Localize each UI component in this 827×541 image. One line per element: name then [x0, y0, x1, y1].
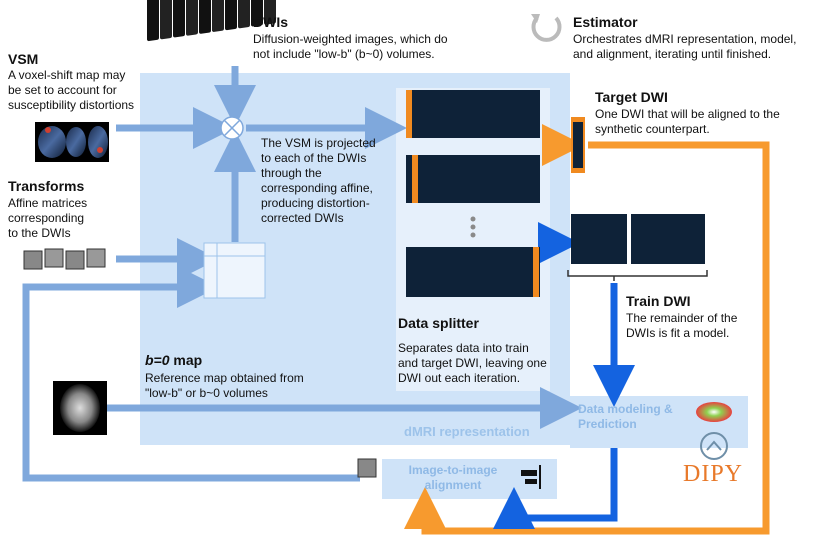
b0-map-image [53, 381, 107, 435]
alignment-cube-image [357, 458, 377, 478]
splitter-stack-1 [406, 90, 540, 138]
loop-arrow-icon [531, 14, 562, 42]
data-splitter-title: Data splitter [398, 315, 479, 331]
align-right-icon [521, 465, 541, 489]
dipy-wheel-image [696, 402, 732, 422]
train-dwi-title: Train DWI [626, 293, 691, 309]
dipy-logo-icon [700, 432, 728, 460]
target-dwi-image [571, 117, 585, 173]
vsm-brain-image [35, 122, 109, 162]
splitter-ellipsis [470, 216, 476, 238]
modeling-to-alignment-line [493, 448, 618, 529]
alignment-label: Image-to-image alignment [408, 463, 498, 492]
dipy-logo-text: DIPY [683, 461, 744, 487]
train-bracket [567, 270, 708, 277]
estimator-description: Orchestrates dMRI representation, model,… [573, 32, 797, 61]
transform-matrix-box [203, 242, 266, 299]
target-dwi-description: One DWI that will be aligned to the synt… [595, 107, 780, 136]
projection-note: The VSM is projected to each of the DWIs… [261, 136, 376, 225]
transforms-cubes-image [23, 248, 106, 270]
alignment-feedback-line [22, 266, 360, 482]
data-splitter-panel [396, 88, 550, 391]
vsm-description: A voxel-shift map may be set to account … [8, 68, 135, 112]
vsm-title: VSM [8, 51, 39, 67]
train-dwi-image [571, 214, 705, 264]
dmri-representation-label: dMRI representation [404, 424, 530, 439]
data-modeling-label: Data modeling & Prediction [578, 402, 673, 431]
dwis-title: DWIs [253, 14, 288, 30]
b0-map-description: Reference map obtained from "low-b" or b… [145, 371, 304, 400]
transforms-description: Affine matrices corresponding to the DWI… [8, 196, 88, 240]
train-dwi-description: The remainder of the DWIs is fit a model… [626, 311, 738, 340]
splitter-stack-3 [406, 247, 540, 297]
splitter-stack-2 [406, 155, 540, 203]
dwis-description: Diffusion-weighted images, which do not … [253, 32, 448, 61]
b0-map-title: b=0 map [145, 352, 203, 368]
target-dwi-title: Target DWI [595, 89, 668, 105]
projection-operator-icon [220, 116, 244, 140]
transforms-title: Transforms [8, 178, 85, 194]
estimator-title: Estimator [573, 14, 638, 30]
dwis-stack-image [147, 0, 276, 42]
data-splitter-description: Separates data into train and target DWI… [398, 341, 547, 385]
target-to-alignment-line [404, 141, 770, 535]
